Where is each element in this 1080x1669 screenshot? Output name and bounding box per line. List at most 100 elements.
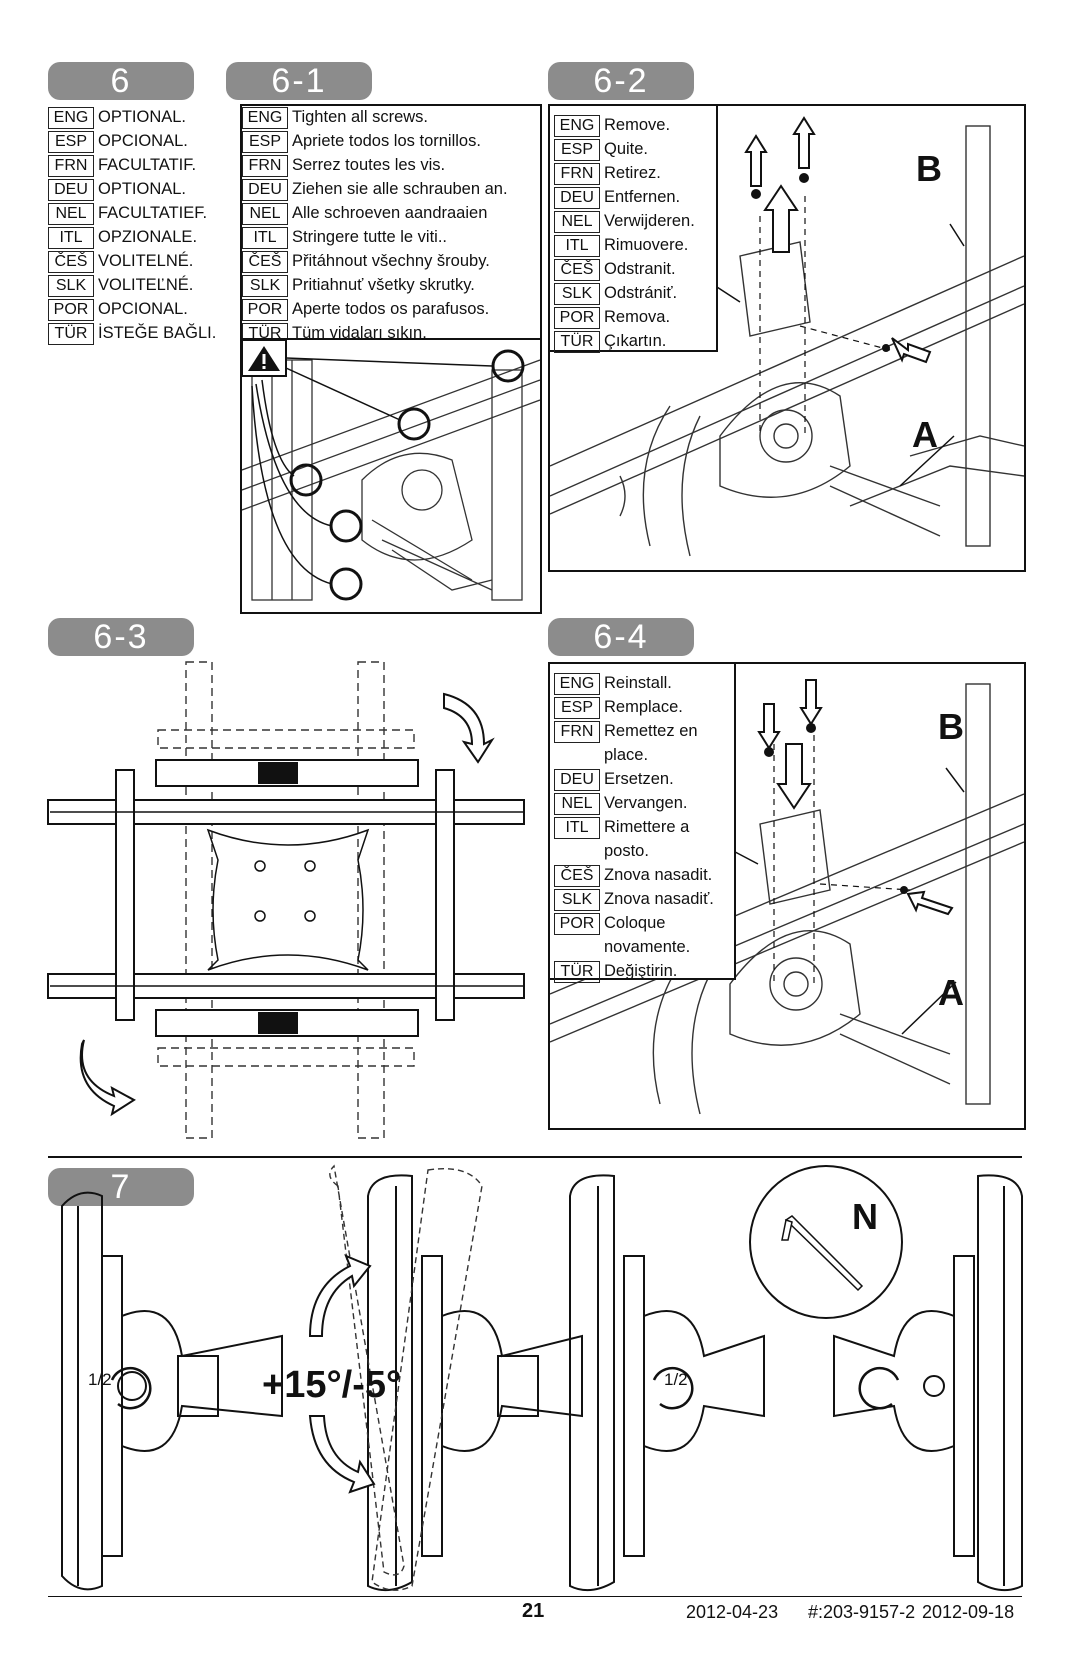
instruction-text: Stringere tutte le viti.. (292, 228, 447, 246)
language-code: FRN (242, 155, 288, 177)
instruction-text: Odstranit. (604, 260, 676, 278)
instruction-text: Değiştirin. (604, 962, 678, 980)
language-code: POR (554, 307, 600, 329)
callout-b-6-2: B (916, 148, 942, 189)
instruction-text: posto. (604, 842, 649, 860)
language-code: ČEŠ (554, 865, 600, 887)
language-row: posto. (554, 840, 714, 864)
language-code: ČEŠ (48, 251, 94, 273)
language-code (554, 745, 600, 767)
instruction-text: place. (604, 746, 649, 764)
step-6-3-illustration (47, 660, 528, 1140)
instruction-text: Znova nasadiť. (604, 890, 714, 908)
instruction-text: Retirez. (604, 164, 661, 182)
callout-b-6-4: B (938, 706, 964, 747)
step-6-2-instruction-box (548, 104, 718, 352)
instruction-text: Tüm vidaları sıkın. (292, 324, 427, 342)
language-code: DEU (554, 769, 600, 791)
step-7-label: 7 (48, 1168, 194, 1206)
step-6-4-label: 6-4 (548, 618, 694, 656)
instruction-text: Aperte todos os parafusos. (292, 300, 490, 318)
instruction-text: FACULTATIEF. (98, 204, 208, 222)
language-row: novamente. (554, 936, 714, 960)
half-turn-label-right: 1/2 (664, 1370, 688, 1389)
language-code: ITL (48, 227, 94, 249)
instruction-text: Alle schroeven aandraaien (292, 204, 488, 222)
language-code: TÜR (554, 331, 600, 353)
step-6-3-label: 6-3 (48, 618, 194, 656)
instruction-text: OPTIONAL. (98, 108, 187, 126)
footer-date-1: 2012-04-23 (686, 1602, 779, 1622)
language-code: FRN (48, 155, 94, 177)
language-code: DEU (554, 187, 600, 209)
callout-a-6-2: A (912, 414, 938, 455)
language-code: SLK (554, 283, 600, 305)
language-code: ČEŠ (554, 259, 600, 281)
instruction-text: OPCIONAL. (98, 300, 188, 318)
language-code (554, 841, 600, 863)
step-6-2-label: 6-2 (548, 62, 694, 100)
language-code: SLK (242, 275, 288, 297)
language-code: ESP (554, 139, 600, 161)
language-code: POR (554, 913, 600, 935)
language-code: ITL (554, 235, 600, 257)
language-code: SLK (554, 889, 600, 911)
instruction-text: OPZIONALE. (98, 228, 198, 246)
instruction-text: Vervangen. (604, 794, 688, 812)
instruction-text: Entfernen. (604, 188, 681, 206)
instruction-text: OPCIONAL. (98, 132, 188, 150)
language-code: ENG (554, 673, 600, 695)
language-code: ENG (48, 107, 94, 129)
section-divider (48, 1156, 1022, 1158)
language-code: SLK (48, 275, 94, 297)
instruction-text: Çıkartın. (604, 332, 667, 350)
step-6-4-instruction-box (548, 662, 736, 980)
language-code: ITL (242, 227, 288, 249)
instruction-text: Verwijderen. (604, 212, 695, 230)
language-code: POR (48, 299, 94, 321)
instruction-text: Ziehen sie alle schrauben an. (292, 180, 508, 198)
language-code: TÜR (554, 961, 600, 983)
language-code: NEL (554, 211, 600, 233)
instruction-text: OPTIONAL. (98, 180, 187, 198)
language-code: ESP (48, 131, 94, 153)
language-code: ENG (242, 107, 288, 129)
instruction-text: İSTEĞE BAĞLI. (98, 324, 217, 342)
language-code: NEL (554, 793, 600, 815)
instruction-text: Quite. (604, 140, 649, 158)
tilt-range-label: +15°/-5° (262, 1364, 402, 1406)
footer-rule (48, 1596, 1022, 1597)
instruction-text: Serrez toutes les vis. (292, 156, 446, 174)
